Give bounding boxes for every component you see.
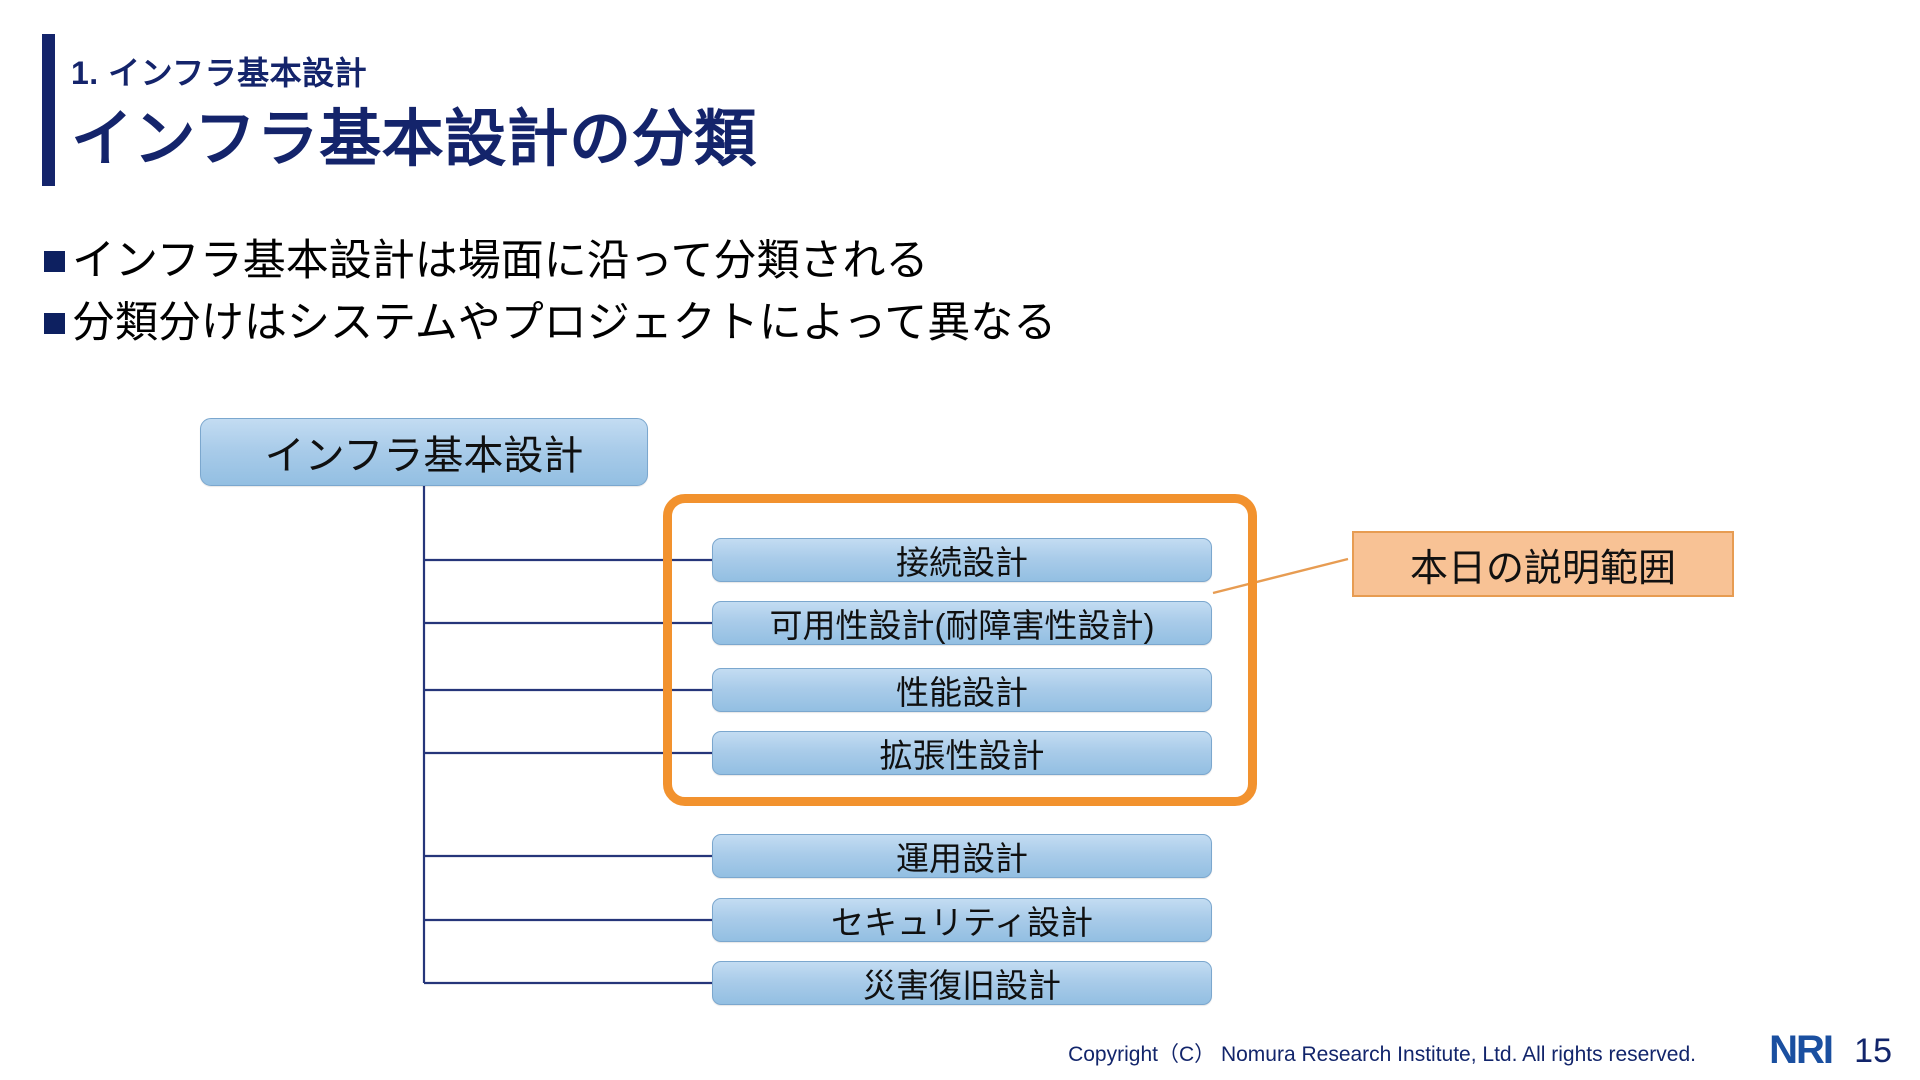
slide-header: 1. インフラ基本設計 インフラ基本設計の分類 <box>42 28 1442 188</box>
square-bullet-icon <box>44 312 65 334</box>
tree-node-connection-design[interactable]: 接続設計 <box>712 538 1212 582</box>
tree-root-node[interactable]: インフラ基本設計 <box>200 418 648 486</box>
slide-footer: Copyright（C） Nomura Research Institute, … <box>0 1028 1920 1080</box>
tree-node-operations-design[interactable]: 運用設計 <box>712 834 1212 878</box>
tree-node-disaster-recovery-design[interactable]: 災害復旧設計 <box>712 961 1212 1005</box>
scope-highlight-rect <box>663 494 1257 806</box>
header-accent-bar <box>42 34 55 186</box>
scope-callout-label[interactable]: 本日の説明範囲 <box>1352 531 1734 597</box>
tree-node-security-design[interactable]: セキュリティ設計 <box>712 898 1212 942</box>
bullet-list: インフラ基本設計は場面に沿って分類される 分類分けはシステムやプロジェクトによっ… <box>44 230 1344 354</box>
nri-logo: NRI <box>1769 1028 1834 1072</box>
list-item: インフラ基本設計は場面に沿って分類される <box>44 230 1344 292</box>
page-title: インフラ基本設計の分類 <box>71 105 757 174</box>
bullet-text: 分類分けはシステムやプロジェクトによって異なる <box>72 298 1057 347</box>
tree-node-performance-design[interactable]: 性能設計 <box>712 668 1212 712</box>
section-eyebrow: 1. インフラ基本設計 <box>71 55 368 91</box>
list-item: 分類分けはシステムやプロジェクトによって異なる <box>44 292 1344 354</box>
tree-node-scalability-design[interactable]: 拡張性設計 <box>712 731 1212 775</box>
copyright-text: Copyright（C） Nomura Research Institute, … <box>1068 1043 1696 1066</box>
bullet-text: インフラ基本設計は場面に沿って分類される <box>72 236 929 285</box>
page-number: 15 <box>1854 1032 1892 1070</box>
square-bullet-icon <box>44 250 65 272</box>
tree-node-availability-design[interactable]: 可用性設計(耐障害性設計) <box>712 601 1212 645</box>
